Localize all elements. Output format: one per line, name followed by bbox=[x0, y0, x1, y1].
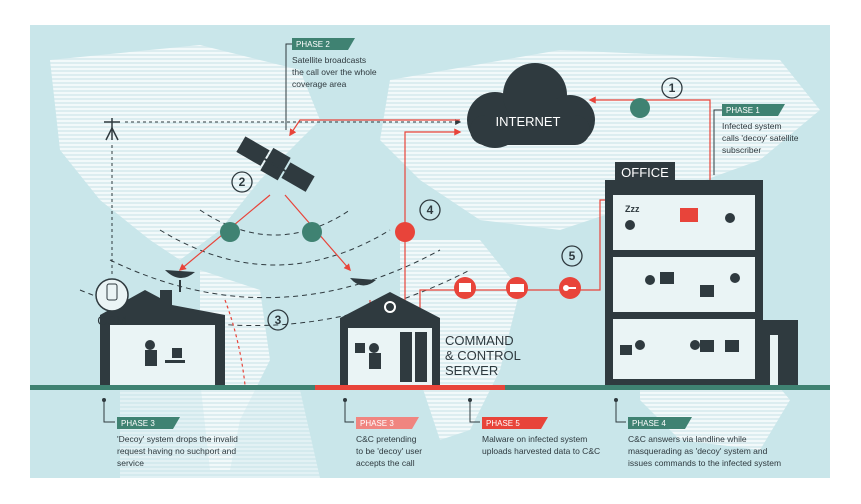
ground-line-red bbox=[315, 385, 505, 390]
cc-user-icon bbox=[395, 222, 415, 242]
phase-1-tag: PHASE 1 bbox=[726, 106, 760, 115]
phase-4-text-line: issues commands to the infected system bbox=[628, 458, 781, 468]
sleeping-indicator: Zzz bbox=[625, 204, 640, 214]
phase-5-text-line: uploads harvested data to C&C bbox=[482, 446, 600, 456]
phase-1-text-line: Infected system bbox=[722, 121, 782, 131]
phase-1-text-line: subscriber bbox=[722, 145, 761, 155]
step-number-5: 5 bbox=[569, 249, 576, 263]
phase-2-text-line: Satellite broadcasts bbox=[292, 55, 366, 65]
phase-4-text-line: C&C answers via landline while bbox=[628, 434, 747, 444]
phase-3-cc-tag: PHASE 3 bbox=[360, 419, 394, 428]
cc-server-house bbox=[340, 278, 440, 385]
step-number-3: 3 bbox=[275, 313, 282, 327]
cc-label-line3: SERVER bbox=[445, 363, 498, 378]
phase-5-callout: PHASE 5 Malware on infected system uploa… bbox=[468, 398, 600, 456]
phase-3-cc-text-line: accepts the call bbox=[356, 458, 415, 468]
phase-4-tag: PHASE 4 bbox=[632, 419, 666, 428]
phase-2-text-line: the call over the whole bbox=[292, 67, 377, 77]
phase-1-callout: PHASE 1 Infected system calls 'decoy' sa… bbox=[713, 104, 799, 175]
step-number-4: 4 bbox=[427, 203, 434, 217]
ground-line-teal-right bbox=[505, 385, 830, 390]
infected-user-icon bbox=[630, 98, 650, 118]
gsm-phone-icon bbox=[95, 278, 129, 312]
cc-label-line1: COMMAND bbox=[445, 333, 514, 348]
phase-3-cc-text-line: to be 'decoy' user bbox=[356, 446, 422, 456]
internet-label: INTERNET bbox=[496, 114, 561, 129]
step-number-1: 1 bbox=[669, 81, 676, 95]
phase-1-text-line: calls 'decoy' satellite bbox=[722, 133, 799, 143]
phase-4-text-line: masquerading as 'decoy' system and bbox=[628, 446, 768, 456]
mobile-phone-icon bbox=[106, 283, 118, 301]
phase-5-tag: PHASE 5 bbox=[486, 419, 520, 428]
skull-icon bbox=[386, 303, 394, 311]
decoy-house bbox=[100, 270, 225, 385]
phase-3-tag: PHASE 3 bbox=[121, 419, 155, 428]
phase-3-text-line: request having no suchport and bbox=[117, 446, 236, 456]
office-building bbox=[605, 162, 798, 385]
phase-3-decoy-callout: PHASE 3 'Decoy' system drops the invalid… bbox=[102, 398, 238, 468]
ground-line-teal-left bbox=[30, 385, 315, 390]
decoy-user-icon bbox=[220, 222, 240, 242]
radio-tower-icon bbox=[104, 118, 120, 141]
phase-3-cc-text-line: C&C pretending bbox=[356, 434, 417, 444]
phase-4-callout: PHASE 4 C&C answers via landline while m… bbox=[614, 398, 781, 468]
phase-3-text-line: service bbox=[117, 458, 144, 468]
phase-3-text-line: 'Decoy' system drops the invalid bbox=[117, 434, 238, 444]
cc-label-line2: & CONTROL bbox=[445, 348, 521, 363]
phase-5-text-line: Malware on infected system bbox=[482, 434, 587, 444]
phase-3-cc-callout: PHASE 3 C&C pretending to be 'decoy' use… bbox=[343, 398, 422, 468]
phase-2-text-line: coverage area bbox=[292, 79, 347, 89]
phase-2-tag: PHASE 2 bbox=[296, 40, 330, 49]
phase-2-callout: PHASE 2 Satellite broadcasts the call ov… bbox=[285, 38, 377, 130]
gsm-label: GSM bbox=[97, 313, 127, 328]
satellite-icon bbox=[236, 136, 315, 192]
office-label: OFFICE bbox=[621, 165, 669, 180]
step-number-2: 2 bbox=[239, 175, 246, 189]
internet-cloud bbox=[467, 63, 595, 148]
decoy-user-icon bbox=[302, 222, 322, 242]
